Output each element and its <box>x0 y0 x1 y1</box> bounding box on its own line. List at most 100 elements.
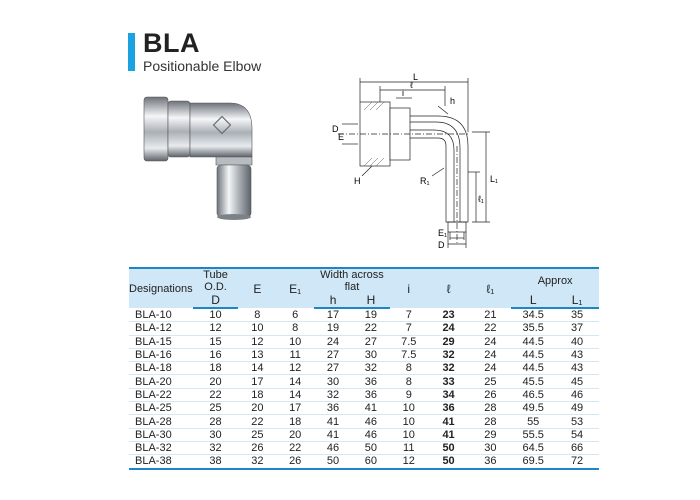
cell-E1: 12 <box>276 361 315 376</box>
cell-des: BLA-18 <box>129 361 193 376</box>
product-title: BLA <box>143 28 200 58</box>
cell-h: 19 <box>314 321 352 336</box>
dimension-drawing: L ℓ i h D E H R₁ ℓ₁ L₁ E₁ D <box>332 72 498 250</box>
dim-label-L1: L₁ <box>490 174 498 184</box>
cell-L1: 43 <box>555 348 599 363</box>
cell-D: 30 <box>192 428 239 442</box>
cell-E: 22 <box>238 414 277 429</box>
cell-L: 44.5 <box>511 361 556 376</box>
cell-H: 19 <box>351 308 390 323</box>
cell-D: 20 <box>192 374 239 389</box>
cell-L: 45.5 <box>511 374 556 389</box>
cell-h: 27 <box>314 348 352 363</box>
col-approx: Approx <box>511 267 599 293</box>
cell-H: 60 <box>351 454 390 470</box>
cell-l1: 24 <box>469 348 512 363</box>
cell-L1: 37 <box>555 321 599 336</box>
cell-D: 28 <box>192 414 239 429</box>
cell-des: BLA-12 <box>129 321 193 336</box>
col-D: D <box>192 293 239 309</box>
col-h: h <box>314 293 352 309</box>
cell-L1: 46 <box>555 388 599 403</box>
dim-label-l: ℓ <box>410 80 414 90</box>
cell-L: 49.5 <box>511 401 556 416</box>
cell-D: 18 <box>192 361 239 376</box>
cell-l1: 26 <box>469 388 512 403</box>
cell-L1: 45 <box>555 374 599 389</box>
cell-E1: 20 <box>276 428 315 442</box>
cell-l1: 22 <box>469 321 512 336</box>
cell-D: 38 <box>192 454 239 470</box>
cell-L: 64.5 <box>511 441 556 456</box>
cell-E1: 17 <box>276 401 315 416</box>
cell-E: 18 <box>238 388 277 403</box>
cell-i: 11 <box>389 441 428 456</box>
cell-i: 9 <box>389 388 428 403</box>
cell-i: 8 <box>389 361 428 376</box>
cell-E1: 18 <box>276 414 315 429</box>
cell-h: 32 <box>314 388 352 403</box>
cell-L1: 43 <box>555 361 599 376</box>
cell-E: 8 <box>238 308 277 323</box>
col-L: L <box>511 293 556 309</box>
cell-l: 41 <box>427 414 470 429</box>
col-tube-od: Tube O.D. <box>192 267 239 293</box>
cell-E: 20 <box>238 401 277 416</box>
cell-l: 29 <box>427 335 470 349</box>
col-width-across-flat: Width across flat <box>314 267 390 293</box>
cell-L: 44.5 <box>511 335 556 349</box>
cell-D: 12 <box>192 321 239 336</box>
cell-H: 36 <box>351 374 390 389</box>
product-photo <box>143 96 253 220</box>
cell-l: 32 <box>427 348 470 363</box>
dim-label-D-bottom: D <box>438 240 445 250</box>
cell-L: 46.5 <box>511 388 556 403</box>
cell-h: 46 <box>314 441 352 456</box>
cell-i: 10 <box>389 401 428 416</box>
dim-label-E: E <box>338 132 344 142</box>
cell-l1: 28 <box>469 414 512 429</box>
cell-l: 50 <box>427 454 470 470</box>
cell-E: 17 <box>238 374 277 389</box>
dim-label-i: i <box>402 88 404 98</box>
cell-des: BLA-38 <box>129 454 193 470</box>
cell-E: 32 <box>238 454 277 470</box>
cell-H: 22 <box>351 321 390 336</box>
cell-l: 24 <box>427 321 470 336</box>
col-E1: E₁ <box>276 267 315 308</box>
cell-H: 50 <box>351 441 390 456</box>
cell-L: 34.5 <box>511 308 556 323</box>
cell-l: 32 <box>427 361 470 376</box>
col-H: H <box>351 293 390 309</box>
cell-h: 30 <box>314 374 352 389</box>
cell-H: 46 <box>351 414 390 429</box>
cell-l: 33 <box>427 374 470 389</box>
col-l1: ℓ₁ <box>469 267 512 308</box>
cell-h: 41 <box>314 414 352 429</box>
cell-des: BLA-10 <box>129 308 193 323</box>
cell-H: 27 <box>351 335 390 349</box>
cell-E1: 14 <box>276 374 315 389</box>
title-accent-bar <box>128 33 135 71</box>
cell-L1: 49 <box>555 401 599 416</box>
cell-D: 25 <box>192 401 239 416</box>
cell-E: 12 <box>238 335 277 349</box>
cell-h: 17 <box>314 308 352 323</box>
cell-E: 10 <box>238 321 277 336</box>
cell-H: 41 <box>351 401 390 416</box>
cell-i: 7.5 <box>389 348 428 363</box>
cell-i: 7 <box>389 321 428 336</box>
cell-L1: 53 <box>555 414 599 429</box>
cell-l1: 21 <box>469 308 512 323</box>
cell-E: 25 <box>238 428 277 442</box>
cell-L1: 72 <box>555 454 599 470</box>
cell-L: 55.5 <box>511 428 556 442</box>
col-designations: Designations <box>129 267 193 308</box>
